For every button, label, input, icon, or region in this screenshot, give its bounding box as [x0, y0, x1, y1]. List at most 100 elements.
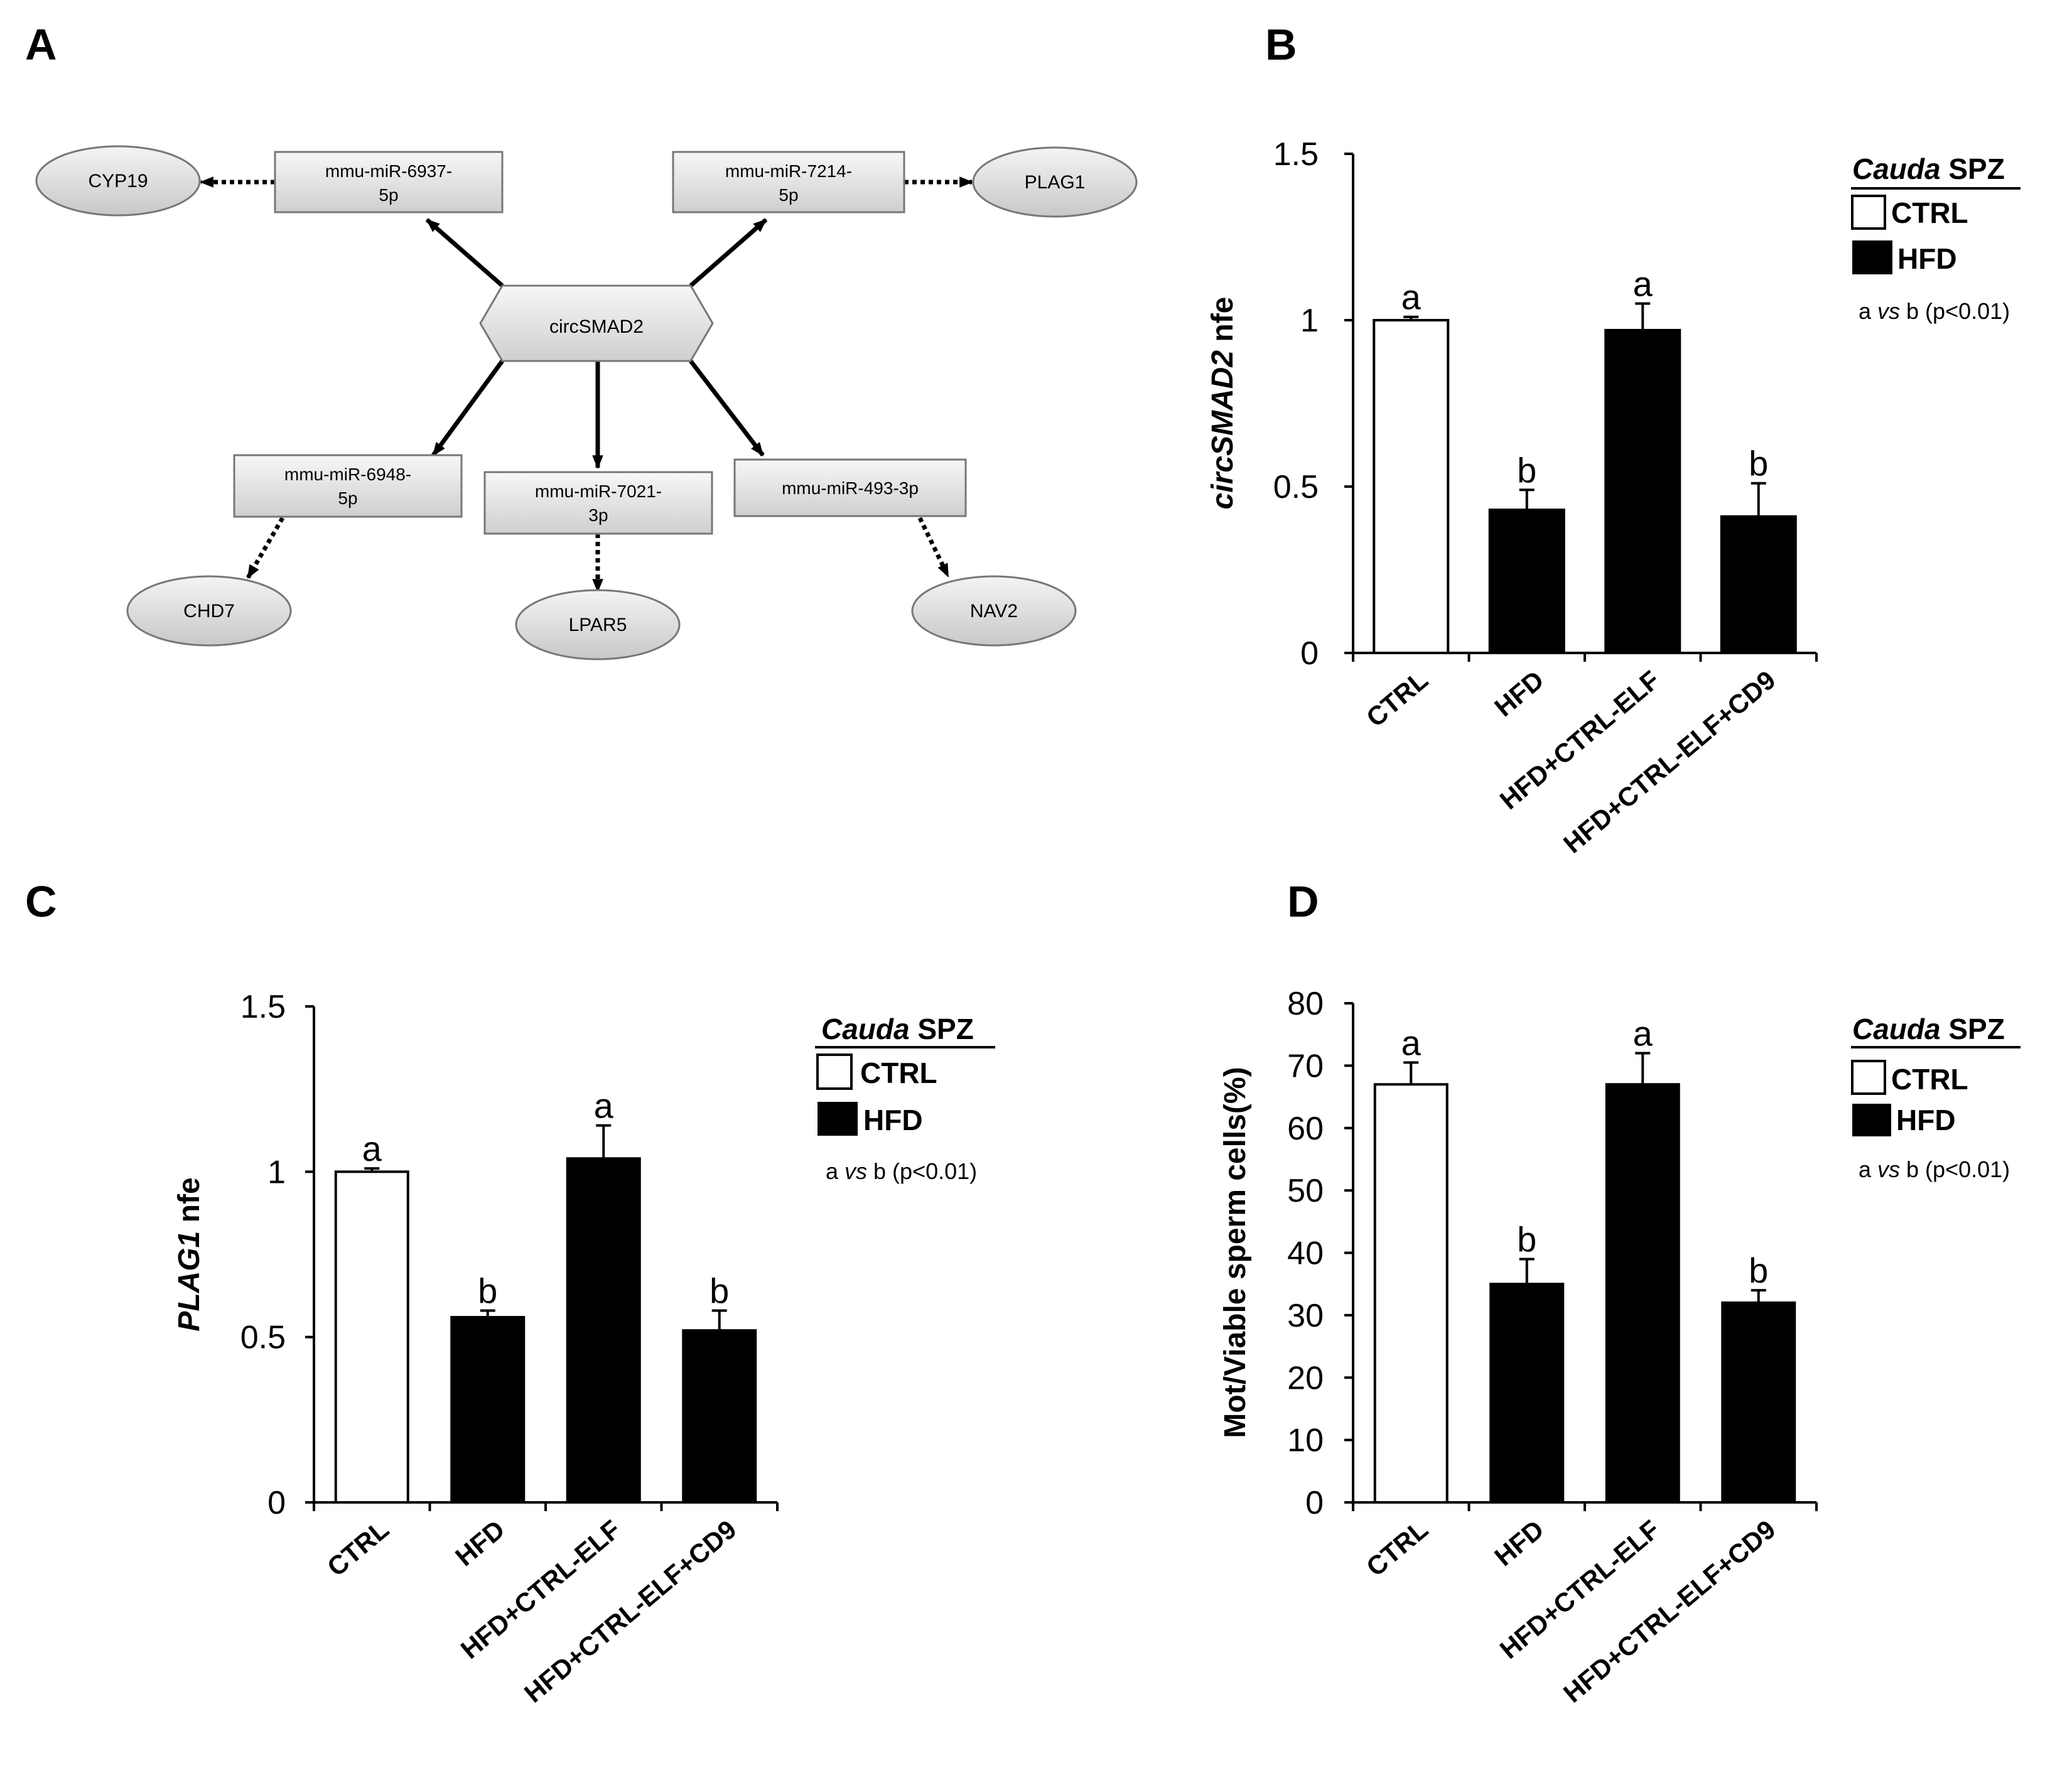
edge-mir6948-chd7 [246, 517, 285, 579]
significance-letter: b [1517, 450, 1536, 490]
category-label: HFD [1489, 1514, 1549, 1571]
category-label: HFD [450, 1514, 510, 1571]
target-node [126, 575, 292, 647]
mirna-box [672, 151, 905, 213]
legend-title: Cauda SPZ [821, 1013, 974, 1045]
legend-label-hfd: HFD [1897, 242, 1957, 275]
mirna-label: 5p [338, 488, 357, 508]
significance-letter: a [1633, 1014, 1653, 1053]
circsmad2-label: circSMAD2 [549, 316, 644, 337]
panel-letter-c: C [25, 877, 57, 926]
y-tick-label: 40 [1287, 1236, 1324, 1272]
category-label: HFD [1489, 665, 1549, 722]
legend-swatch-hfd [817, 1102, 858, 1136]
y-tick-label: 10 [1287, 1423, 1324, 1459]
bar [334, 1170, 409, 1504]
y-tick-label: 20 [1287, 1360, 1324, 1396]
mirna-box [233, 454, 463, 518]
mirna-box [274, 151, 504, 213]
target-label: CHD7 [183, 601, 235, 622]
significance-letter: a [1633, 264, 1653, 304]
significance-letter: b [1749, 444, 1768, 483]
legend-c: Cauda SPZ CTRL HFD a vs b (p<0.01) [815, 1013, 995, 1184]
target-label: PLAG1 [1025, 172, 1086, 193]
category-label: CTRL [1361, 1514, 1433, 1582]
mirna-label: mmu-miR-6948- [284, 465, 411, 484]
y-tick-label: 1.5 [1273, 136, 1319, 173]
y-tick-label: 70 [1287, 1048, 1324, 1084]
y-tick-label: 0 [1305, 1485, 1324, 1521]
mirna-label: mmu-miR-7021- [535, 482, 662, 501]
mirna-label: 5p [779, 185, 798, 205]
bar [566, 1157, 641, 1504]
legend-significance: a vs b (p<0.01) [826, 1158, 977, 1184]
edge-mir493-nav2 [917, 517, 951, 578]
legend-swatch-hfd [1852, 1104, 1891, 1136]
edge-hub-mir493 [689, 359, 765, 457]
target-label: CYP19 [88, 171, 148, 191]
bar [682, 1329, 757, 1504]
legend-title: Cauda SPZ [1852, 153, 2005, 185]
bar [1721, 1301, 1796, 1504]
mirna-box [483, 471, 713, 535]
significance-letter: a [1401, 1023, 1422, 1062]
y-tick-label: 0 [267, 1485, 286, 1521]
panel-letter-d: D [1287, 877, 1319, 926]
target-node [911, 575, 1077, 647]
legend-label-ctrl: CTRL [860, 1057, 937, 1089]
y-tick-label: 0.5 [1273, 469, 1319, 505]
legend-swatch-ctrl [1851, 195, 1886, 230]
mirna-box [733, 458, 967, 517]
legend-label-ctrl: CTRL [1891, 1063, 1968, 1096]
y-axis-label: PLAG1 nfe [173, 1177, 206, 1331]
y-tick-label: 30 [1287, 1298, 1324, 1334]
y-tick-label: 0.5 [240, 1320, 286, 1356]
bar [1720, 515, 1797, 655]
legend-label-hfd: HFD [863, 1104, 923, 1136]
bar [1489, 1283, 1565, 1504]
legend-swatch-hfd [1852, 240, 1892, 274]
target-label: NAV2 [970, 601, 1018, 622]
mirna-label: mmu-miR-6937- [325, 161, 452, 181]
significance-letter: a [1401, 277, 1422, 317]
y-axis-label: circSMAD2 nfe [1206, 297, 1239, 510]
legend-swatch-ctrl [1851, 1060, 1886, 1095]
bar [450, 1316, 526, 1504]
significance-letter: b [1517, 1219, 1536, 1259]
significance-letter: b [710, 1271, 729, 1311]
legend-title: Cauda SPZ [1852, 1013, 2005, 1045]
category-label: HFD+CTRL-ELF+CD9 [1558, 1514, 1781, 1708]
mirna-label: 5p [379, 185, 398, 205]
network-diagram: circSMAD2 mmu-miR-6937- 5p mmu-miR-7214-… [35, 145, 1138, 660]
significance-letter: b [478, 1271, 497, 1311]
legend-d: Cauda SPZ CTRL HFD a vs b (p<0.01) [1851, 1013, 2021, 1182]
chart-d: 01020304050607080aCTRLbHFDaHFD+CTRL-ELFb… [1219, 986, 1818, 1708]
mirna-label: mmu-miR-493-3p [782, 478, 919, 498]
target-label: LPAR5 [569, 615, 627, 635]
legend-label-hfd: HFD [1896, 1104, 1956, 1136]
chart-b: 00.511.5aCTRLbHFDaHFD+CTRL-ELFbHFD+CTRL-… [1206, 136, 1818, 859]
edge-hub-mir6948 [431, 359, 504, 457]
legend-swatch-ctrl [816, 1053, 853, 1090]
chart-c: 00.511.5aCTRLbHFDaHFD+CTRL-ELFbHFD+CTRL-… [173, 989, 779, 1708]
category-label: HFD+CTRL-ELF+CD9 [519, 1514, 742, 1708]
target-node [515, 589, 681, 660]
y-tick-label: 0 [1300, 635, 1319, 672]
mirna-label: mmu-miR-7214- [725, 161, 852, 181]
category-label: CTRL [1361, 665, 1433, 733]
category-label: CTRL [321, 1514, 394, 1582]
target-node [35, 145, 201, 217]
y-axis-label: Mot/Viable sperm cells(%) [1219, 1067, 1252, 1438]
bar [1373, 1083, 1449, 1504]
target-node [972, 146, 1138, 218]
edge-hub-mir7214 [689, 218, 768, 288]
panel-letter-b: B [1265, 20, 1297, 69]
y-tick-label: 1.5 [240, 989, 286, 1025]
y-tick-label: 80 [1287, 986, 1324, 1022]
y-tick-label: 1 [1300, 303, 1319, 339]
bar [1605, 1083, 1680, 1504]
bar [1488, 509, 1565, 654]
bar [1373, 319, 1450, 654]
significance-letter: b [1749, 1251, 1768, 1290]
